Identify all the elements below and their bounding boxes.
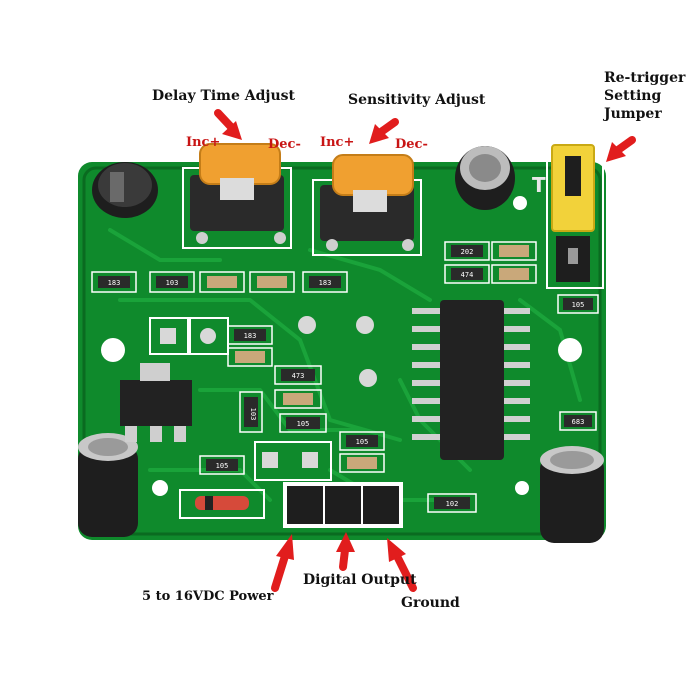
smd-resistor: 105: [279, 413, 327, 433]
smd-components: 183 103 183 183: [91, 241, 599, 513]
capacitor-top-right: [455, 146, 515, 210]
smd-capacitor: [491, 241, 537, 261]
smd-resistor: 105: [339, 431, 385, 451]
svg-text:105: 105: [356, 438, 369, 446]
label-ground: Ground: [401, 595, 460, 611]
smd-resistor: 183: [302, 271, 348, 293]
label-power: 5 to 16VDC Power: [142, 589, 274, 604]
svg-text:102: 102: [446, 500, 459, 508]
delay-potentiometer: [182, 143, 292, 249]
svg-text:103: 103: [166, 279, 179, 287]
diode: [179, 489, 265, 519]
label-retrigger-line2: Setting: [604, 88, 662, 104]
label-retrigger-line1: Re-trigger: [604, 70, 686, 86]
label-sensitivity-adjust: Sensitivity Adjust: [348, 92, 486, 108]
mount-hole-top: [513, 196, 527, 210]
mount-hole-right: [558, 338, 582, 362]
smd-resistor: 202: [444, 241, 490, 261]
smd-capacitor: [199, 271, 245, 293]
svg-text:473: 473: [292, 372, 305, 380]
arrow-ground: [387, 538, 417, 592]
arrow-digital-output: [336, 532, 355, 571]
retrigger-jumper: [546, 139, 604, 289]
svg-text:105: 105: [572, 301, 585, 309]
sensitivity-potentiometer: [312, 154, 422, 256]
label-inc-delay: Inc+: [186, 135, 221, 150]
svg-text:103: 103: [249, 408, 257, 421]
voltage-regulator: [120, 363, 192, 442]
smd-capacitor: [491, 264, 537, 284]
smd-resistor: 683: [559, 411, 597, 431]
mount-hole-left: [101, 338, 125, 362]
smd-capacitor: [249, 271, 295, 293]
svg-text:183: 183: [319, 279, 332, 287]
pin-header: [283, 482, 403, 528]
arrow-delay: [214, 109, 242, 140]
svg-text:183: 183: [244, 332, 257, 340]
solder-point: [298, 316, 316, 334]
svg-text:683: 683: [572, 418, 585, 426]
mount-hole-bottom-right: [515, 481, 529, 495]
label-delay-time-adjust: Delay Time Adjust: [152, 88, 296, 104]
smd-resistor: 474: [444, 264, 490, 284]
smd-resistor: 183: [227, 325, 273, 345]
svg-text:105: 105: [216, 462, 229, 470]
label-inc-sensitivity: Inc+: [320, 135, 355, 150]
arrow-sensitivity: [369, 118, 399, 144]
ic-chip: [412, 300, 530, 460]
smd-resistor: 183: [91, 271, 137, 293]
smd-resistor: 105: [557, 294, 599, 314]
solder-point: [359, 369, 377, 387]
square-pads: [149, 317, 332, 481]
annotation-arrows: [214, 109, 636, 592]
smd-resistor: 102: [427, 493, 477, 513]
svg-text:183: 183: [108, 279, 121, 287]
smd-resistor: 103: [149, 271, 195, 293]
smd-resistor-vertical: 103: [239, 391, 263, 433]
capacitor-bottom-left: [78, 433, 138, 537]
label-dec-delay: Dec-: [268, 137, 301, 152]
arrow-power: [271, 534, 294, 592]
label-dec-sensitivity: Dec-: [395, 137, 428, 152]
svg-text:105: 105: [297, 420, 310, 428]
capacitor-top-left: [92, 162, 158, 218]
arrow-retrigger: [606, 136, 636, 162]
smd-capacitor: [339, 453, 385, 473]
smd-resistor: 473: [274, 365, 322, 385]
smd-capacitor: [274, 389, 322, 409]
board-mark: T: [532, 173, 546, 197]
capacitor-bottom-right: [540, 446, 604, 543]
label-retrigger-line3: Jumper: [604, 106, 662, 122]
mount-hole-bottom-left: [152, 480, 168, 496]
svg-text:474: 474: [461, 271, 474, 279]
label-digital-output: Digital Output: [303, 572, 417, 588]
smd-capacitor: [227, 347, 273, 367]
solder-point: [356, 316, 374, 334]
svg-text:202: 202: [461, 248, 474, 256]
smd-resistor: 105: [199, 455, 245, 475]
